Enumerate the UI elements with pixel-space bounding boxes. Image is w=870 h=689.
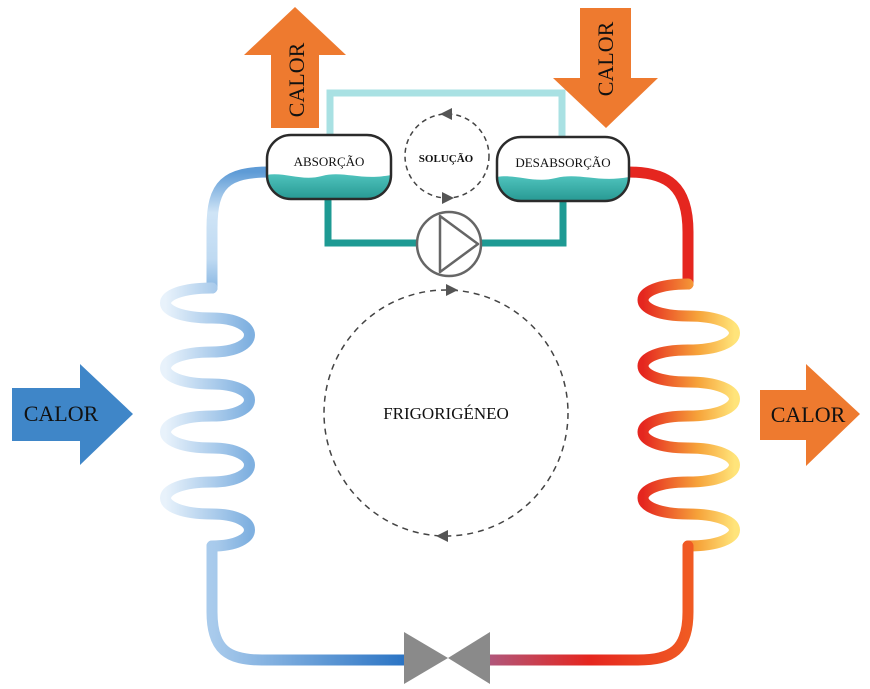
- refrigerant-arrow-top: [446, 284, 458, 296]
- absorber-tank: ABSORÇÃO: [265, 133, 393, 201]
- desorber-label: DESABSORÇÃO: [515, 155, 610, 170]
- refrigerant-label: FRIGORIGÉNEO: [383, 404, 509, 423]
- strong-solution-line: [324, 196, 567, 247]
- refrigerant-cycle: FRIGORIGÉNEO: [323, 284, 569, 542]
- solution-arrow-bottom: [442, 192, 454, 204]
- heat-label-top-left: CALOR: [284, 42, 309, 117]
- solution-pump: [415, 210, 483, 278]
- evaporator-coil: [160, 282, 255, 552]
- hot-supply-pipe: [622, 166, 694, 290]
- hot-bottom-pipe: [484, 540, 694, 666]
- weak-solution-line: [326, 89, 566, 140]
- solution-cycle: SOLUÇÃO: [404, 108, 490, 204]
- heat-arrow-left: CALOR: [12, 364, 133, 465]
- heat-arrow-right: CALOR: [760, 364, 860, 466]
- cold-return-pipe: [206, 166, 276, 294]
- condenser-coil: [637, 278, 740, 552]
- refrigerant-arrow-bottom: [436, 530, 448, 542]
- solution-arrow-top: [440, 108, 452, 120]
- heat-label-top-right: CALOR: [593, 21, 618, 96]
- heat-arrow-top-right: CALOR: [553, 8, 658, 128]
- desorber-tank: DESABSORÇÃO: [495, 135, 631, 203]
- absorber-label: ABSORÇÃO: [294, 154, 365, 169]
- heat-label-left: CALOR: [24, 401, 99, 426]
- solution-label: SOLUÇÃO: [419, 153, 474, 165]
- cold-bottom-pipe: [206, 540, 410, 666]
- heat-label-right: CALOR: [771, 402, 846, 427]
- expansion-valve: [404, 632, 490, 684]
- heat-arrow-top-left: CALOR: [244, 7, 346, 128]
